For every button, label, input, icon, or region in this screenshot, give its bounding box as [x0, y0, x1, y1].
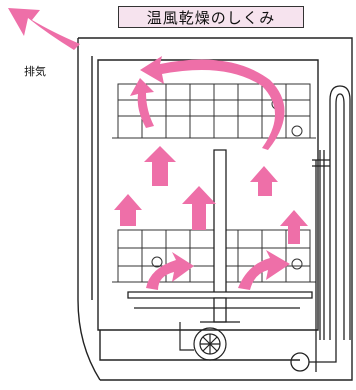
- upper-left-arrow: [130, 78, 154, 128]
- up-arrow-1: [144, 146, 176, 186]
- fan-icon: [179, 322, 227, 361]
- inner-tub: [91, 56, 319, 361]
- exhaust-label: 排気: [24, 65, 46, 78]
- side-duct: [290, 85, 351, 372]
- cabinet-outline: [77, 37, 353, 381]
- diagram-title: 温風乾燥のしくみ: [118, 6, 304, 28]
- up-arrow-4: [250, 166, 278, 196]
- top-curved-arrow: [140, 56, 285, 150]
- up-arrow-2: [182, 186, 216, 230]
- bottom-right-arrow: [238, 250, 290, 290]
- bottom-left-arrow: [146, 252, 194, 290]
- exhaust-arrow: [8, 8, 80, 50]
- spray-pipe: [127, 149, 313, 323]
- airflow-arrows: [8, 8, 308, 290]
- upper-rack: [112, 83, 316, 139]
- up-arrow-5: [280, 210, 308, 244]
- up-arrow-3: [114, 194, 142, 226]
